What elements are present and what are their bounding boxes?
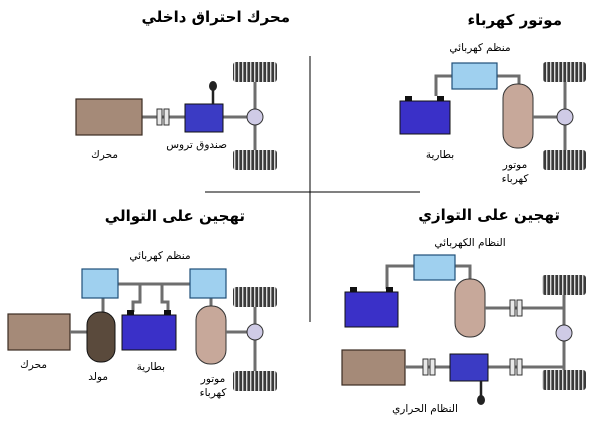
gearbox-block [184, 103, 224, 133]
electric-panel: موتور كهرباء منظم كهربائي بطارية موتور ك… [399, 11, 586, 185]
wheel-icon [233, 150, 277, 170]
parallel-controller-block [413, 254, 456, 281]
wheel-icon [543, 62, 586, 82]
series-hybrid-panel: تهجين على التوالي منظم كهربائي محرك مولد… [7, 207, 277, 399]
gear-knob-icon [209, 81, 217, 91]
battery-terminal-icon [437, 96, 444, 101]
series-motor-label-line1: موتور [200, 373, 225, 385]
ev-controller-block [451, 62, 498, 90]
clutch-icon [422, 358, 429, 376]
series-generator-label: مولد [88, 371, 108, 383]
differential-hub [246, 108, 264, 126]
wheel-icon [542, 370, 586, 390]
wire [131, 284, 142, 312]
ev-motor-label-line2: كهرباء [502, 173, 529, 185]
parallel-thermal-system-label: النظام الحراري [392, 403, 458, 415]
parallel-electric-system-label: النظام الكهربائي [434, 237, 505, 249]
wheel-icon [233, 287, 277, 307]
clutch-icon [509, 299, 516, 317]
differential-hub [246, 323, 264, 341]
parallel-gearbox-block [449, 353, 489, 382]
differential-hub [555, 324, 573, 342]
clutch-icon [509, 358, 516, 376]
series-engine-label: محرك [20, 359, 47, 371]
ice-engine-label: محرك [91, 149, 118, 161]
series-title: تهجين على التوالي [105, 207, 245, 225]
wheel-icon [543, 150, 586, 170]
wire [434, 74, 452, 96]
series-motor-label-line2: كهرباء [200, 387, 227, 399]
battery-terminal-icon [127, 310, 134, 315]
wire [385, 264, 414, 289]
parallel-battery-block [344, 291, 399, 328]
battery-terminal-icon [164, 310, 171, 315]
parallel-title: تهجين على التوازي [418, 206, 560, 225]
battery-terminal-icon [350, 287, 357, 292]
battery-terminal-icon [386, 287, 393, 292]
series-battery-label: بطارية [137, 361, 165, 373]
differential-hub [556, 108, 574, 126]
gear-knob-icon [477, 395, 485, 405]
ice-title: محرك احتراق داخلي [141, 8, 290, 26]
engine-block [75, 98, 143, 136]
wheel-icon [233, 371, 277, 391]
ev-battery-label: بطارية [426, 149, 454, 161]
series-controller-block-left [81, 268, 119, 299]
series-controller-block-right [189, 268, 227, 299]
battery-terminal-icon [405, 96, 412, 101]
parallel-hybrid-panel: تهجين على التوازي النظام الكهربائي ال [341, 206, 586, 415]
ev-battery-block [399, 100, 451, 135]
clutch-icon [516, 358, 523, 376]
series-battery-block [121, 314, 177, 351]
wheel-icon [233, 62, 277, 82]
wire [455, 264, 472, 279]
wire [160, 284, 170, 312]
series-controller-label: منظم كهربائي [129, 250, 190, 262]
ice-panel: محرك احتراق داخلي محرك صندوق تروس [75, 8, 290, 170]
clutch-icon [516, 299, 523, 317]
ev-controller-label: منظم كهربائي [449, 42, 510, 54]
series-motor-block [195, 305, 227, 365]
series-engine-block [7, 313, 71, 351]
ev-motor-label-line1: موتور [502, 159, 527, 171]
series-generator-block [86, 311, 116, 363]
wire [497, 74, 521, 84]
parallel-motor-block [454, 278, 486, 338]
electric-title: موتور كهرباء [468, 11, 562, 29]
ev-motor-block [502, 83, 534, 149]
clutch-icon [163, 108, 170, 126]
parallel-engine-block [341, 349, 406, 386]
ice-gearbox-label: صندوق تروس [166, 139, 227, 151]
wheel-icon [542, 275, 586, 295]
clutch-icon [429, 358, 436, 376]
clutch-icon [156, 108, 163, 126]
